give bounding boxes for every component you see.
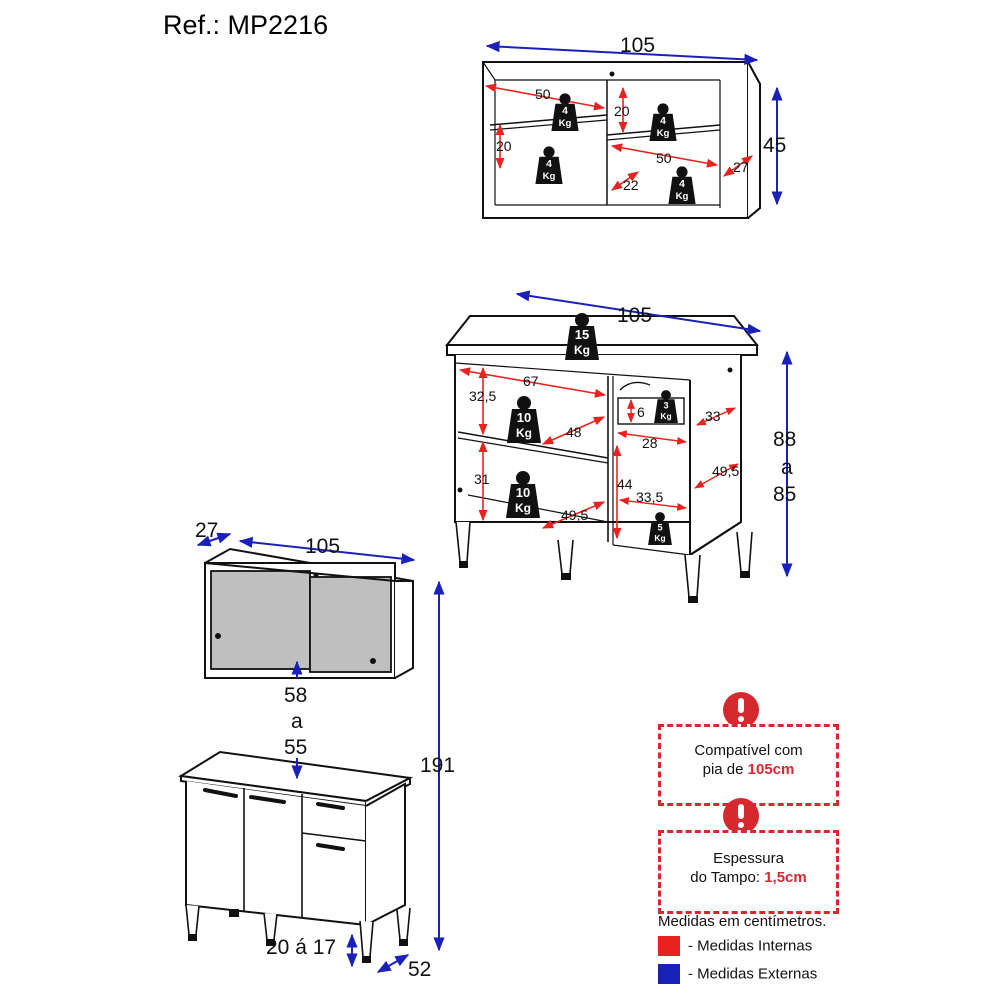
base-height-line3: 85 <box>773 483 796 506</box>
legend-internal: - Medidas Internas <box>658 936 812 956</box>
base-upper-depth-arrow <box>541 416 606 445</box>
note-line2: pia de 105cm <box>702 761 795 778</box>
weight-label: Kg <box>559 118 572 129</box>
wall-right-width-arrow <box>610 143 719 168</box>
base-upper-gap-label: 32,5 <box>469 388 496 404</box>
wall-right-width-label: 50 <box>656 150 672 166</box>
base-width-label: 105 <box>617 304 652 327</box>
weight-label: 3 <box>663 400 668 410</box>
wall-left-width-label: 50 <box>535 86 551 102</box>
right-width-arrow <box>619 497 687 511</box>
wall-left-gap-label: 20 <box>496 138 512 154</box>
weight-label: Kg <box>574 343 590 357</box>
weight-label: Kg <box>515 501 531 515</box>
weight-icon: 4Kg <box>551 93 579 131</box>
upper-width-label: 105 <box>305 535 340 558</box>
weight-label: 4 <box>562 106 568 117</box>
wall-unit-measures: 105 45 27 50 20 20 50 22 <box>484 34 786 206</box>
assembled-upper-cabinet <box>204 547 414 679</box>
drawer-depth-arrow <box>696 407 736 426</box>
base-unit-drawing <box>444 315 760 603</box>
weight-label: 15 <box>575 327 589 342</box>
upper-width-arrow <box>238 536 416 565</box>
feet-label: 20 á 17 <box>266 936 336 959</box>
assembled-base-cabinet <box>178 750 414 963</box>
weight-icon: 4Kg <box>649 103 677 141</box>
wall-depth-arrow <box>723 155 753 177</box>
wall-top-gap-label: 20 <box>614 103 630 119</box>
wall-width-label: 105 <box>620 34 655 57</box>
weight-label: 4 <box>660 116 666 127</box>
right-depth-label: 49,5 <box>712 463 739 479</box>
weight-label: 5 <box>657 522 662 532</box>
warning-icon <box>723 692 759 728</box>
right-height-label: 44 <box>617 476 633 492</box>
base-height-line2: a <box>781 456 793 479</box>
note-line1: Espessura <box>713 850 784 867</box>
gap-line2: a <box>291 710 303 733</box>
note-line2: do Tampo: 1,5cm <box>690 869 807 886</box>
assembled-measures: 27 105 58 a 55 191 20 á 17 52 <box>195 519 455 981</box>
base-lower-gap-label: 31 <box>474 471 490 487</box>
wall-depth-label: 27 <box>733 159 749 175</box>
weight-label: 4 <box>546 159 552 170</box>
base-depth-label: 52 <box>408 958 431 981</box>
drawer-width-arrow <box>617 430 687 445</box>
total-height-label: 191 <box>420 754 455 777</box>
weight-label: Kg <box>660 411 671 421</box>
wall-height-label: 45 <box>763 134 786 157</box>
legend-external: - Medidas Externas <box>658 964 817 984</box>
sink-compatibility-note: Compatível com pia de 105cm <box>658 724 839 806</box>
warning-icon <box>723 798 759 834</box>
drawer-width-label: 28 <box>642 435 658 451</box>
base-lower-depth-label: 49,5 <box>561 507 588 523</box>
weight-icon: 3Kg <box>654 390 678 423</box>
wall-shelf-depth-arrow <box>611 171 639 191</box>
weight-label: 10 <box>516 485 530 500</box>
wall-left-width-arrow <box>484 83 606 111</box>
right-depth-arrow <box>694 463 739 489</box>
legend-title: Medidas em centímetros. <box>658 913 827 930</box>
legend-external-swatch <box>658 964 680 984</box>
weight-label: Kg <box>654 533 665 543</box>
reference-title: Ref.: MP2216 <box>163 10 329 40</box>
base-upper-depth-label: 48 <box>566 424 582 440</box>
weight-label: Kg <box>516 426 532 440</box>
weight-label: Kg <box>657 128 670 139</box>
legend-internal-swatch <box>658 936 680 956</box>
note-line1: Compatível com <box>694 742 803 759</box>
weight-icon: 4Kg <box>535 146 563 184</box>
upper-depth-arrow <box>196 532 232 547</box>
wall-width-arrow <box>485 41 759 65</box>
gap-line3: 55 <box>284 736 307 759</box>
weight-label: 4 <box>679 179 685 190</box>
weight-label: 10 <box>517 410 531 425</box>
right-width-label: 33,5 <box>636 489 663 505</box>
weight-label: Kg <box>543 171 556 182</box>
top-thickness-note: Espessura do Tampo: 1,5cm <box>658 830 839 914</box>
upper-depth-label: 27 <box>195 519 218 542</box>
gap-line1: 58 <box>284 684 307 707</box>
wall-unit-drawing <box>482 61 761 219</box>
weight-icon: 4Kg <box>668 166 696 204</box>
base-unit-measures: 105 88 a 85 67 32,5 31 48 49,5 6 28 33 4… <box>458 290 796 578</box>
base-depth-arrow <box>376 954 410 973</box>
base-height-line1: 88 <box>773 428 796 451</box>
base-lower-depth-arrow <box>541 501 606 529</box>
weight-label: Kg <box>676 191 689 202</box>
base-left-width-label: 67 <box>523 373 539 389</box>
drawer-depth-label: 33 <box>705 408 721 424</box>
drawer-height-label: 6 <box>637 404 645 420</box>
base-width-arrow <box>515 290 762 335</box>
wall-shelf-depth-label: 22 <box>623 177 639 193</box>
weight-icon: 5Kg <box>648 512 672 545</box>
